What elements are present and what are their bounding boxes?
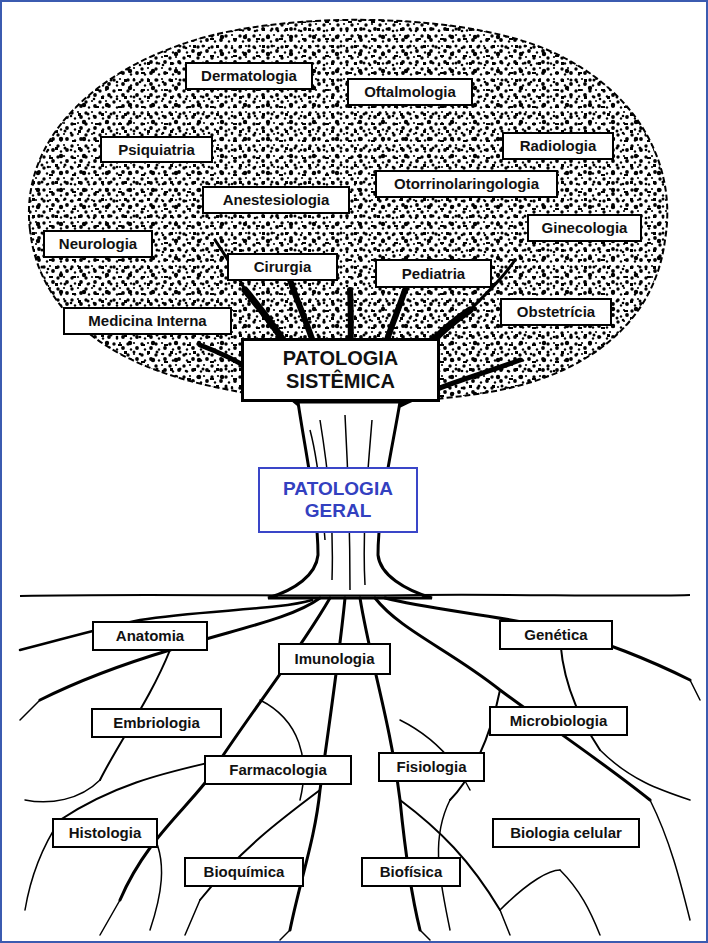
discipline-label: Genética	[524, 626, 587, 643]
discipline-box: Dermatologia	[185, 62, 313, 90]
discipline-box: Otorrinolaringologia	[375, 170, 558, 198]
roots	[20, 598, 700, 940]
discipline-label: Fisiologia	[396, 758, 466, 775]
main-trunk-box: PATOLOGIA SISTÊMICA	[241, 338, 440, 402]
discipline-label: Bioquímica	[204, 863, 285, 880]
discipline-label: Medicina Interna	[88, 312, 206, 329]
discipline-box: Anestesiologia	[202, 186, 350, 214]
discipline-label: Radiologia	[520, 137, 597, 154]
ground-line	[20, 595, 690, 596]
discipline-box: Biologia celular	[492, 818, 640, 848]
discipline-box: Anatomia	[92, 621, 208, 651]
discipline-label: Dermatologia	[201, 67, 297, 84]
discipline-label: Obstetrícia	[517, 303, 595, 320]
discipline-label: Embriologia	[113, 714, 200, 731]
discipline-box: Embriologia	[91, 708, 222, 738]
discipline-label: Otorrinolaringologia	[394, 175, 539, 192]
discipline-box: Farmacologia	[204, 755, 352, 785]
core-box: PATOLOGIA GERAL	[258, 467, 418, 533]
discipline-box: Obstetrícia	[500, 298, 612, 326]
discipline-box: Pediatria	[375, 259, 492, 288]
discipline-label: Oftalmologia	[364, 83, 456, 100]
discipline-box: Fisiologia	[378, 752, 485, 782]
discipline-label: Neurologia	[59, 235, 137, 252]
discipline-box: Psiquiatria	[100, 136, 213, 163]
discipline-label: Anestesiologia	[223, 191, 330, 208]
discipline-label: Pediatria	[402, 265, 465, 282]
discipline-box: Medicina Interna	[63, 307, 232, 335]
discipline-label: Psiquiatria	[118, 141, 195, 158]
discipline-label: Ginecologia	[542, 219, 628, 236]
discipline-label: Histologia	[69, 824, 142, 841]
discipline-box: Ginecologia	[527, 214, 642, 242]
discipline-box: Radiologia	[502, 132, 614, 160]
discipline-box: Biofísica	[361, 857, 461, 887]
discipline-label: Biofísica	[380, 863, 443, 880]
discipline-box: Histologia	[52, 818, 158, 848]
tree-crown-texture	[29, 20, 667, 402]
discipline-box: Imunologia	[278, 643, 391, 675]
discipline-box: Microbiologia	[489, 706, 628, 736]
discipline-label: Farmacologia	[229, 761, 327, 778]
discipline-box: Oftalmologia	[347, 78, 473, 106]
discipline-label: Anatomia	[116, 627, 184, 644]
discipline-label: Imunologia	[295, 650, 375, 667]
branches	[200, 240, 520, 405]
discipline-label: Cirurgia	[254, 258, 312, 275]
discipline-label: Biologia celular	[510, 824, 622, 841]
discipline-box: Neurologia	[43, 230, 153, 258]
discipline-label: PATOLOGIA GERAL	[260, 478, 416, 522]
tree-crown	[29, 20, 667, 402]
discipline-label: PATOLOGIA SISTÊMICA	[244, 347, 437, 393]
discipline-box: Genética	[499, 620, 613, 650]
discipline-label: Microbiologia	[510, 712, 608, 729]
discipline-box: Bioquímica	[184, 857, 304, 887]
discipline-box: Cirurgia	[227, 253, 338, 281]
